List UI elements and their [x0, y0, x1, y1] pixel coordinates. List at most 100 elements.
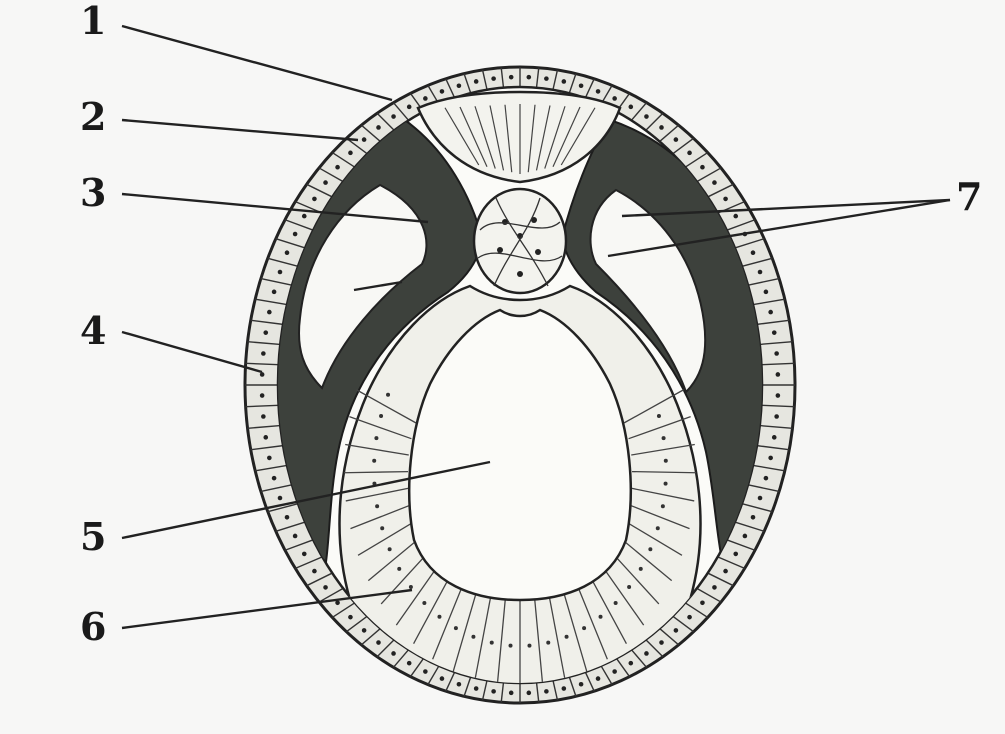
ectoderm-cell-nucleus [362, 628, 367, 633]
ectoderm-cell-nucleus [491, 76, 496, 81]
ectoderm-cell-nucleus [348, 151, 353, 156]
endoderm-cell-nucleus [661, 504, 665, 508]
label-2: 2 [80, 94, 106, 139]
ectoderm-cell-nucleus [293, 534, 298, 539]
ectoderm-cell-nucleus [474, 79, 479, 84]
ectoderm-cell-nucleus [323, 180, 328, 185]
ectoderm-cell-nucleus [772, 330, 777, 335]
ectoderm-cell-nucleus [674, 137, 679, 142]
endoderm-cell-nucleus [565, 635, 569, 639]
ectoderm-cell-nucleus [612, 669, 617, 674]
ectoderm-cell-nucleus [596, 89, 601, 94]
endoderm-cell-nucleus [471, 635, 475, 639]
ectoderm-cell-nucleus [491, 689, 496, 694]
ectoderm-cell-nucleus [278, 496, 283, 501]
ectoderm-cell-nucleus [774, 414, 779, 419]
ectoderm-cell-nucleus [285, 250, 290, 255]
ectoderm-cell-nucleus [659, 125, 664, 130]
endoderm-cell-nucleus [664, 459, 668, 463]
endoderm-cell-nucleus [380, 526, 384, 530]
endoderm-cell-nucleus [639, 567, 643, 571]
ectoderm-cell-nucleus [509, 691, 514, 696]
ectoderm-cell-nucleus [712, 585, 717, 590]
ectoderm-cell-nucleus [733, 214, 738, 219]
ectoderm-cell-nucleus [261, 414, 266, 419]
notochord-cell-nucleus [535, 249, 541, 255]
ectoderm-cell-nucleus [261, 351, 266, 356]
ectoderm-cell-nucleus [758, 496, 763, 501]
ectoderm-cell-nucleus [687, 615, 692, 620]
label-5: 5 [80, 514, 106, 559]
ectoderm-cell-nucleus [272, 476, 277, 481]
ectoderm-cell-nucleus [293, 232, 298, 237]
ectoderm-cell-nucleus [391, 114, 396, 119]
endoderm-cell-nucleus [509, 644, 513, 648]
leader-line-2 [122, 120, 358, 140]
label-6: 6 [80, 604, 106, 649]
ectoderm-cell-nucleus [659, 640, 664, 645]
ectoderm-cell-nucleus [562, 79, 567, 84]
ectoderm-cell-nucleus [323, 585, 328, 590]
ectoderm-cell-nucleus [260, 372, 265, 377]
ectoderm-cell-nucleus [267, 310, 272, 315]
endoderm-cell-nucleus [656, 526, 660, 530]
ectoderm-cell-nucleus [440, 676, 445, 681]
endoderm-cell-nucleus [490, 641, 494, 645]
endoderm-cell-nucleus [437, 615, 441, 619]
ectoderm-cell-nucleus [733, 552, 738, 557]
ectoderm-cell-nucleus [272, 290, 277, 295]
ectoderm-cell-nucleus [772, 435, 777, 440]
ectoderm-cell-nucleus [376, 640, 381, 645]
ectoderm-cell-nucleus [302, 552, 307, 557]
endoderm-cell-nucleus [546, 641, 550, 645]
endoderm-cell-nucleus [657, 414, 661, 418]
ectoderm-cell-nucleus [644, 651, 649, 656]
endoderm-cell-nucleus [375, 504, 379, 508]
ectoderm-cell-nucleus [562, 686, 567, 691]
notochord-cell-nucleus [497, 247, 503, 253]
ectoderm-cell-nucleus [768, 310, 773, 315]
ectoderm-cell-nucleus [457, 682, 462, 687]
ectoderm-cell-nucleus [376, 125, 381, 130]
ectoderm-cell-nucleus [776, 372, 781, 377]
ectoderm-cell-nucleus [474, 686, 479, 691]
ectoderm-cell-nucleus [312, 569, 317, 574]
ectoderm-cell-nucleus [544, 76, 549, 81]
ectoderm-cell-nucleus [278, 270, 283, 275]
ectoderm-cell-nucleus [312, 197, 317, 202]
ectoderm-cell-nucleus [764, 290, 769, 295]
ectoderm-cell-nucleus [776, 393, 781, 398]
ectoderm-cell-nucleus [743, 534, 748, 539]
ectoderm-cell-nucleus [423, 96, 428, 101]
ectoderm-cell-nucleus [596, 676, 601, 681]
label-7: 7 [956, 174, 982, 219]
label-1: 1 [80, 0, 106, 43]
endoderm-cell-nucleus [599, 615, 603, 619]
ectoderm-cell-nucleus [629, 105, 634, 110]
ectoderm-cell-nucleus [758, 270, 763, 275]
endoderm-cell-nucleus [664, 482, 668, 486]
endoderm-cell-nucleus [374, 436, 378, 440]
ectoderm-cell-nucleus [768, 456, 773, 461]
endoderm-cell-nucleus [388, 547, 392, 551]
ectoderm-cell-nucleus [509, 75, 514, 80]
endoderm-cell-nucleus [454, 626, 458, 630]
ectoderm-cell-nucleus [751, 515, 756, 520]
ectoderm-cell-nucleus [391, 651, 396, 656]
ectoderm-cell-nucleus [527, 691, 532, 696]
ectoderm-cell-nucleus [774, 351, 779, 356]
leader-line-1 [122, 26, 392, 100]
ectoderm-cell-nucleus [723, 197, 728, 202]
ectoderm-cell-nucleus [335, 165, 340, 170]
ectoderm-cell-nucleus [544, 689, 549, 694]
ectoderm-cell-nucleus [285, 515, 290, 520]
endoderm-cell-nucleus [372, 459, 376, 463]
endoderm-cell-nucleus [582, 626, 586, 630]
endoderm-cell-nucleus [648, 547, 652, 551]
ectoderm-cell-nucleus [723, 569, 728, 574]
ectoderm-cell-nucleus [700, 165, 705, 170]
ectoderm-cell-nucleus [348, 615, 353, 620]
endoderm-cell-nucleus [614, 601, 618, 605]
ectoderm-cell-nucleus [527, 75, 532, 80]
